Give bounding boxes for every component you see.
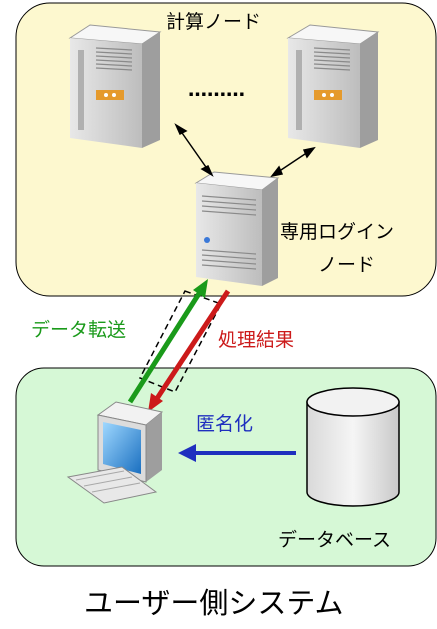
ellipsis-label: ……… xyxy=(188,79,245,101)
anonymize-arrow xyxy=(178,444,296,462)
database-label: データベース xyxy=(278,529,392,551)
transfer-dashed-box xyxy=(138,290,223,393)
server-icon xyxy=(286,24,380,148)
login-node-label: 専用ログイン xyxy=(280,221,395,243)
login-node-label-continued: ノード xyxy=(318,254,376,276)
data-transfer-label: データ転送 xyxy=(31,319,127,341)
connection-arrow xyxy=(174,123,214,177)
connection-arrow xyxy=(270,146,316,178)
anonymize-label: 匿名化 xyxy=(196,413,254,435)
login-server-icon xyxy=(194,171,280,286)
compute-nodes-label: 計算ノード xyxy=(166,11,262,33)
server-icon xyxy=(68,24,162,148)
result-arrow xyxy=(148,289,231,412)
result-label: 処理結果 xyxy=(218,329,295,351)
database-icon xyxy=(306,387,400,507)
computer-icon xyxy=(66,401,164,504)
upload-arrow xyxy=(127,279,208,404)
user-system-caption: ユーザー側システム xyxy=(84,586,344,620)
